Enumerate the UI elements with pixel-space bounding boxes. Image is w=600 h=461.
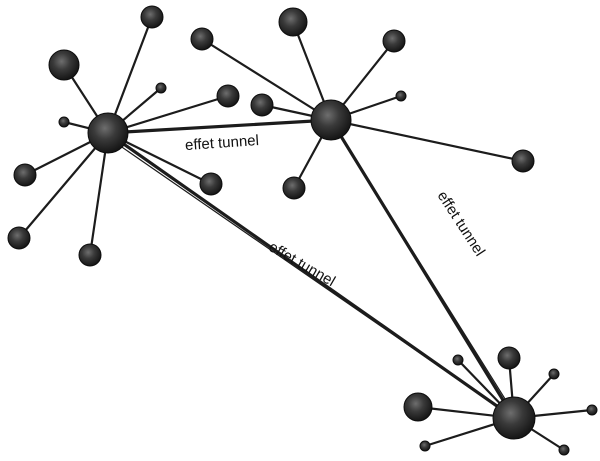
spoke-edge-b-6 (329, 118, 525, 163)
leaf-node-b-7 (282, 176, 306, 200)
spoke-edge-a-8 (17, 131, 110, 240)
leaf-node-a-3 (155, 82, 167, 94)
leaf-node-a-1 (140, 5, 164, 29)
leaf-node-a-8 (7, 226, 31, 250)
leaf-node-c-3 (548, 368, 560, 380)
leaf-node-c-2 (452, 354, 464, 366)
tunnel-edge-a-c (106, 131, 516, 420)
leaf-node-c-6 (419, 440, 431, 452)
edge-label-tunnel-a-c: effet tunnel (266, 238, 339, 290)
leaf-node-b-1 (278, 7, 308, 37)
leaf-node-c-5 (586, 404, 598, 416)
spoke-edge-a-9 (88, 131, 110, 257)
tunnel-strand-b-c (336, 129, 513, 411)
spoke-edge-a-4 (106, 94, 230, 135)
leaf-node-b-2 (190, 27, 214, 51)
hub-node-b (310, 99, 352, 141)
tunnel-edge-a-b (106, 118, 333, 135)
leaf-node-c-4 (403, 392, 433, 422)
leaf-node-a-4 (216, 84, 240, 108)
spoke-edge-a-1 (106, 15, 154, 135)
leaf-node-b-5 (395, 90, 407, 102)
leaf-node-a-9 (78, 243, 102, 267)
tunnel-strand-a-c (115, 142, 509, 415)
hub-node-c (492, 396, 536, 440)
edges-layer (17, 15, 594, 452)
edge-label-tunnel-a-b: effet tunnel (184, 132, 259, 154)
leaf-node-c-1 (497, 346, 521, 370)
hub-node-a (87, 112, 129, 154)
leaf-node-b-4 (250, 93, 274, 117)
nodes-layer (7, 5, 598, 456)
leaf-node-a-7 (199, 172, 223, 196)
leaf-node-a-5 (58, 116, 70, 128)
spoke-edge-b-2 (200, 37, 333, 122)
leaf-node-a-6 (13, 163, 37, 187)
leaf-node-c-7 (558, 444, 570, 456)
leaf-node-b-6 (511, 149, 535, 173)
edge-label-tunnel-b-c: effet tunnel (434, 188, 489, 259)
leaf-node-a-2 (48, 49, 80, 81)
leaf-node-b-3 (382, 29, 406, 53)
